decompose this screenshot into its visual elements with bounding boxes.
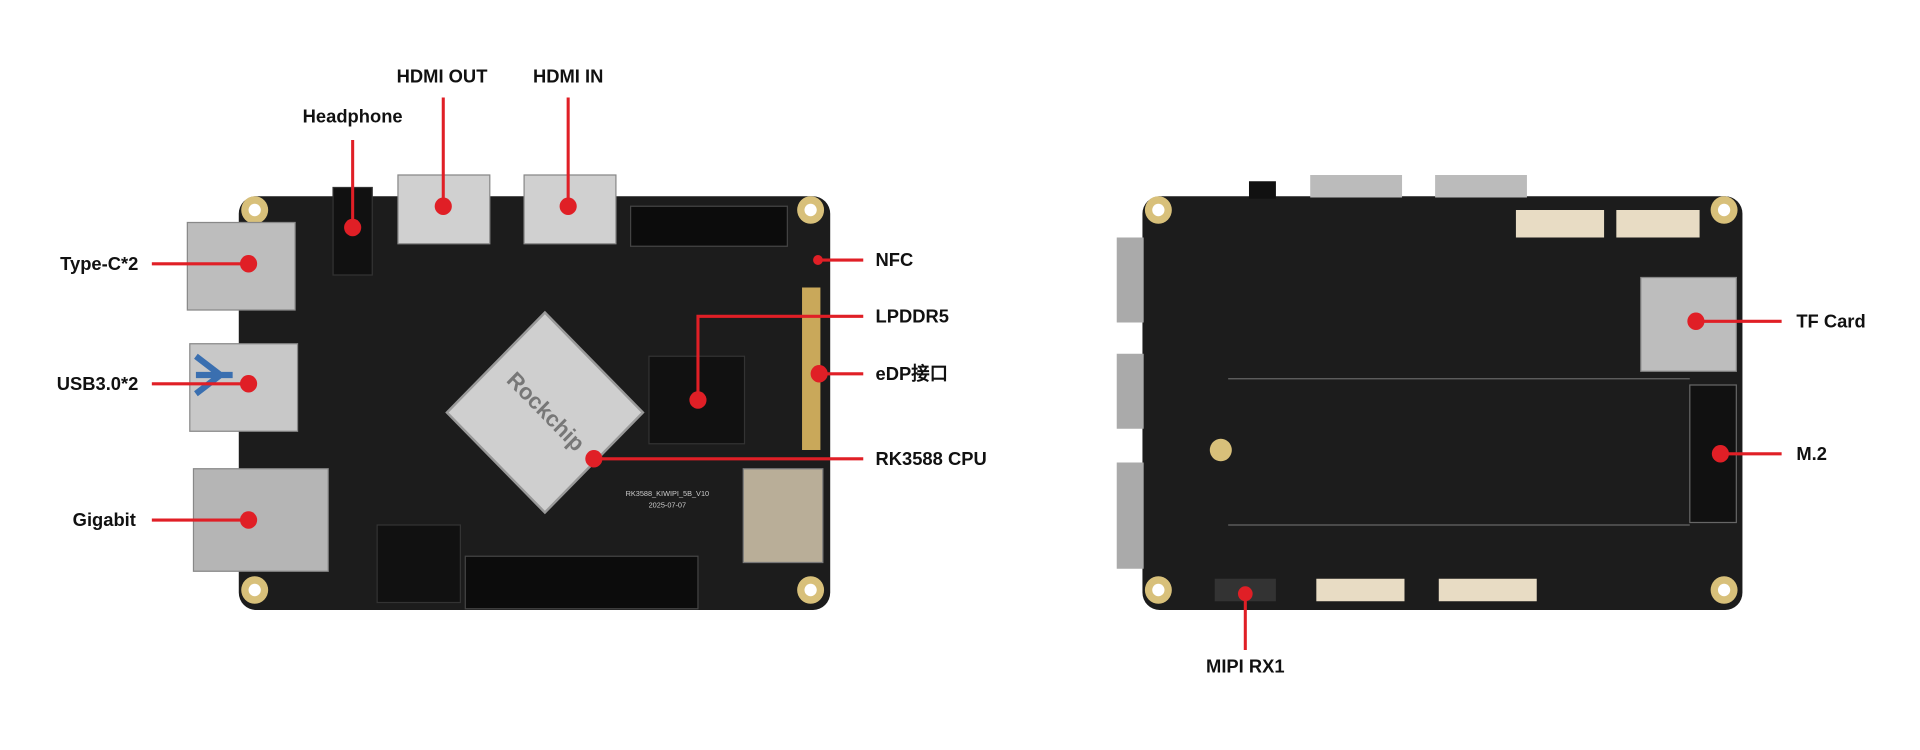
- label-cpu: RK3588 CPU: [876, 448, 987, 469]
- callout-hdmi-in: HDMI IN: [533, 65, 603, 215]
- label-hdmi-in: HDMI IN: [533, 65, 603, 86]
- label-mipi-rx1: MIPI RX1: [1206, 655, 1285, 676]
- label-edp: eDP接口: [876, 363, 948, 384]
- label-usb3: USB3.0*2: [57, 373, 139, 394]
- board-back: [1116, 175, 1743, 610]
- gpio-header-bottom: [464, 555, 699, 610]
- callout-hdmi-out: HDMI OUT: [397, 65, 488, 215]
- callout-lpddr5: LPDDR5: [689, 305, 949, 409]
- label-tf-card: TF Card: [1796, 310, 1865, 331]
- callout-headphone: Headphone: [303, 105, 403, 237]
- callout-cpu: RK3588 CPU: [585, 448, 987, 469]
- label-typec: Type-C*2: [60, 253, 138, 274]
- callout-gigabit: Gigabit: [73, 509, 258, 530]
- label-hdmi-out: HDMI OUT: [397, 65, 488, 86]
- callout-nfc: NFC: [813, 249, 913, 270]
- board-id-text: RK3588_KIWIPI_5B_V10: [626, 489, 710, 498]
- callout-edp: eDP接口: [810, 363, 948, 384]
- callout-tf-card: TF Card: [1687, 310, 1866, 332]
- board-front: Rockchip RK3588_KIWIPI_5B_V10 2025-07-07: [186, 174, 831, 610]
- callout-usb3: USB3.0*2: [57, 373, 258, 394]
- label-m2: M.2: [1796, 443, 1827, 464]
- callout-typec: Type-C*2: [60, 253, 258, 274]
- wifi-module: [742, 468, 824, 564]
- emmc-chip: [376, 524, 462, 604]
- label-lpddr5: LPDDR5: [876, 305, 949, 326]
- board-date-text: 2025-07-07: [649, 500, 686, 509]
- label-gigabit: Gigabit: [73, 509, 136, 530]
- callout-mipi-rx1: MIPI RX1: [1206, 586, 1285, 677]
- label-headphone: Headphone: [303, 105, 403, 126]
- gpio-header-top: [630, 205, 788, 247]
- edp-connector: [802, 287, 821, 450]
- callout-m2: M.2: [1711, 443, 1827, 464]
- label-nfc: NFC: [876, 249, 914, 270]
